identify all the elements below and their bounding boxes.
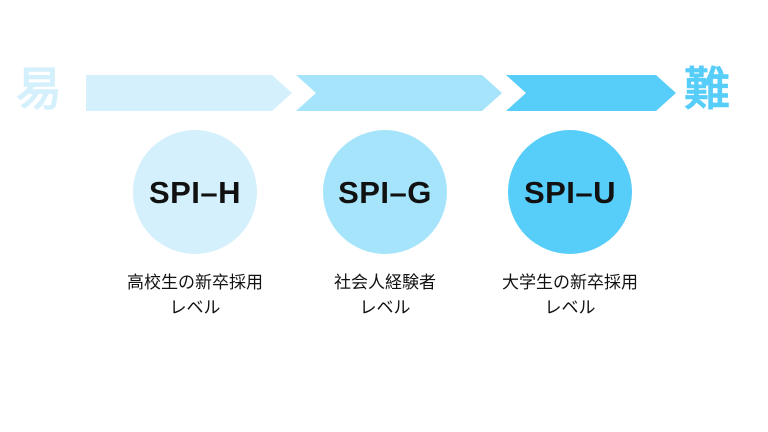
difficulty-arrow (86, 75, 676, 111)
difficulty-label-hard: 難 (684, 63, 730, 115)
difficulty-label-easy: 易 (16, 63, 62, 115)
level-caption-line-1: 高校生の新卒採用 (127, 273, 263, 292)
level-caption-spi-g: 社会人経験者 レベル (334, 270, 436, 320)
level-item-spi-u: SPI–U 大学生の新卒採用 レベル (470, 130, 670, 320)
level-item-spi-g: SPI–G 社会人経験者 レベル (285, 130, 485, 320)
arrow-segment-easy (86, 75, 292, 111)
arrow-segment-mid (296, 75, 502, 111)
level-caption-line-1: 社会人経験者 (334, 273, 436, 292)
level-code-spi-g: SPI–G (338, 174, 432, 210)
level-list: SPI–H 高校生の新卒採用 レベル SPI–G 社会人経験者 レベル SPI–… (0, 130, 768, 350)
level-circle-spi-u: SPI–U (508, 130, 632, 254)
level-item-spi-h: SPI–H 高校生の新卒採用 レベル (95, 130, 295, 320)
level-circle-spi-h: SPI–H (133, 130, 257, 254)
level-caption-spi-u: 大学生の新卒採用 レベル (502, 270, 638, 320)
level-caption-spi-h: 高校生の新卒採用 レベル (127, 270, 263, 320)
level-code-spi-h: SPI–H (148, 174, 242, 210)
level-caption-line-2: レベル (544, 298, 596, 317)
level-caption-line-1: 大学生の新卒採用 (502, 273, 638, 292)
level-code-spi-u: SPI–U (523, 174, 617, 210)
level-circle-spi-g: SPI–G (323, 130, 447, 254)
arrow-segment-hard (506, 75, 676, 111)
level-caption-line-2: レベル (169, 298, 221, 317)
level-caption-line-2: レベル (359, 298, 411, 317)
